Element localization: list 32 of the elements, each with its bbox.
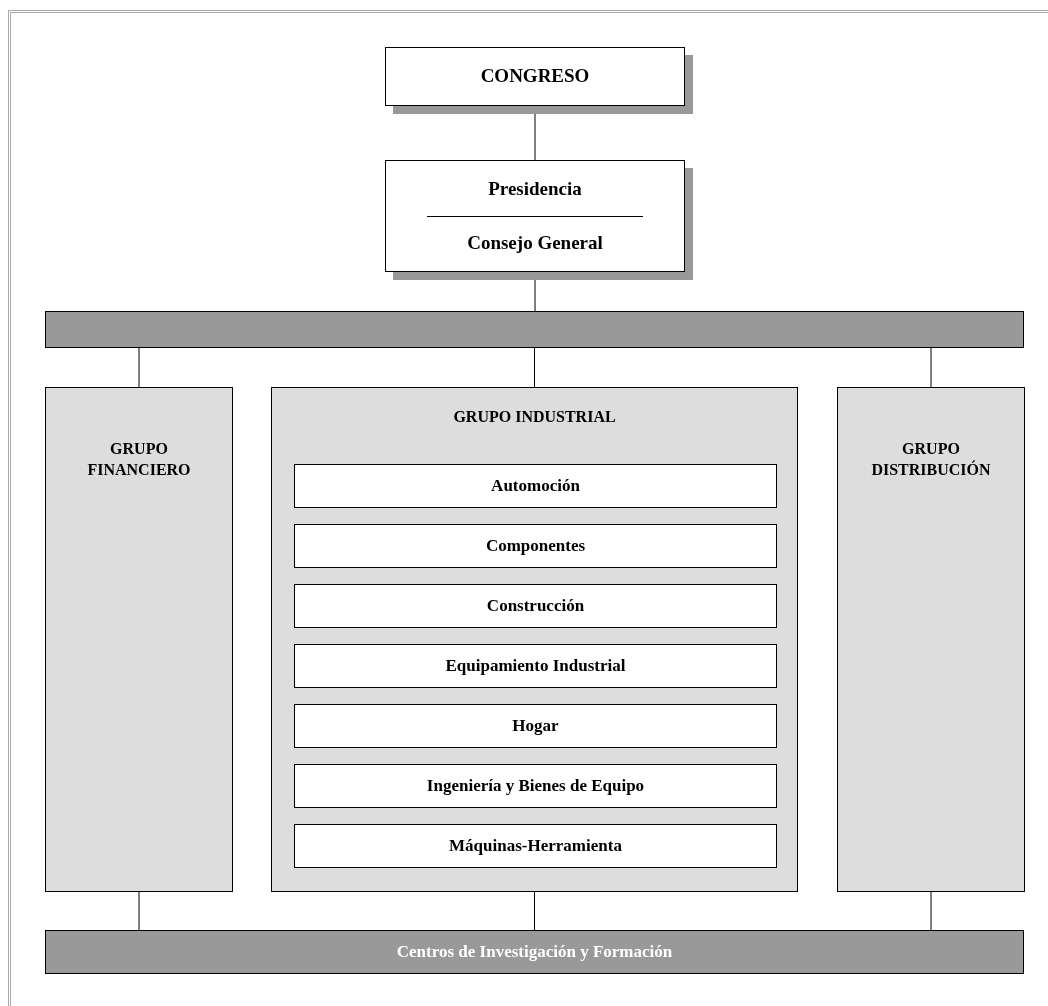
unit-label: Componentes (485, 535, 586, 558)
connector-line (930, 891, 932, 931)
group-title: GRUPO FINANCIERO (87, 439, 191, 480)
unit-label: Centros de Investigación y Formación (396, 941, 673, 964)
group-panel (271, 387, 798, 892)
group-title: GRUPO INDUSTRIAL (453, 407, 616, 427)
unit-label: Consejo General (467, 230, 603, 255)
connector-line (930, 347, 932, 388)
unit-box (294, 764, 777, 808)
unit-label: Ingeniería y Bienes de Equipo (426, 775, 645, 798)
group-panel (837, 387, 1025, 892)
unit-label: Máquinas-Herramienta (449, 835, 622, 858)
group-title: GRUPO DISTRIBUCIÓN (871, 439, 991, 480)
unit-box (294, 524, 777, 568)
unit-label: Hogar (512, 715, 559, 738)
unit-box (294, 644, 777, 688)
unit-box (294, 584, 777, 628)
unit-box (294, 824, 777, 868)
connector-line (138, 347, 140, 388)
group-panel (45, 387, 233, 892)
unit-label: Presidencia (488, 177, 582, 201)
unit-label: Equipamiento Industrial (445, 655, 626, 678)
unit-label: Construcción (486, 595, 585, 618)
unit-label: CONGRESO (480, 64, 590, 89)
footer-bar (45, 930, 1024, 974)
unit-box (294, 704, 777, 748)
connector-bar (45, 311, 1024, 348)
connector-line (534, 891, 535, 931)
unit-label: Automoción (491, 475, 580, 498)
connector-line (138, 891, 140, 931)
connector-line (534, 347, 535, 388)
unit-box (294, 464, 777, 508)
